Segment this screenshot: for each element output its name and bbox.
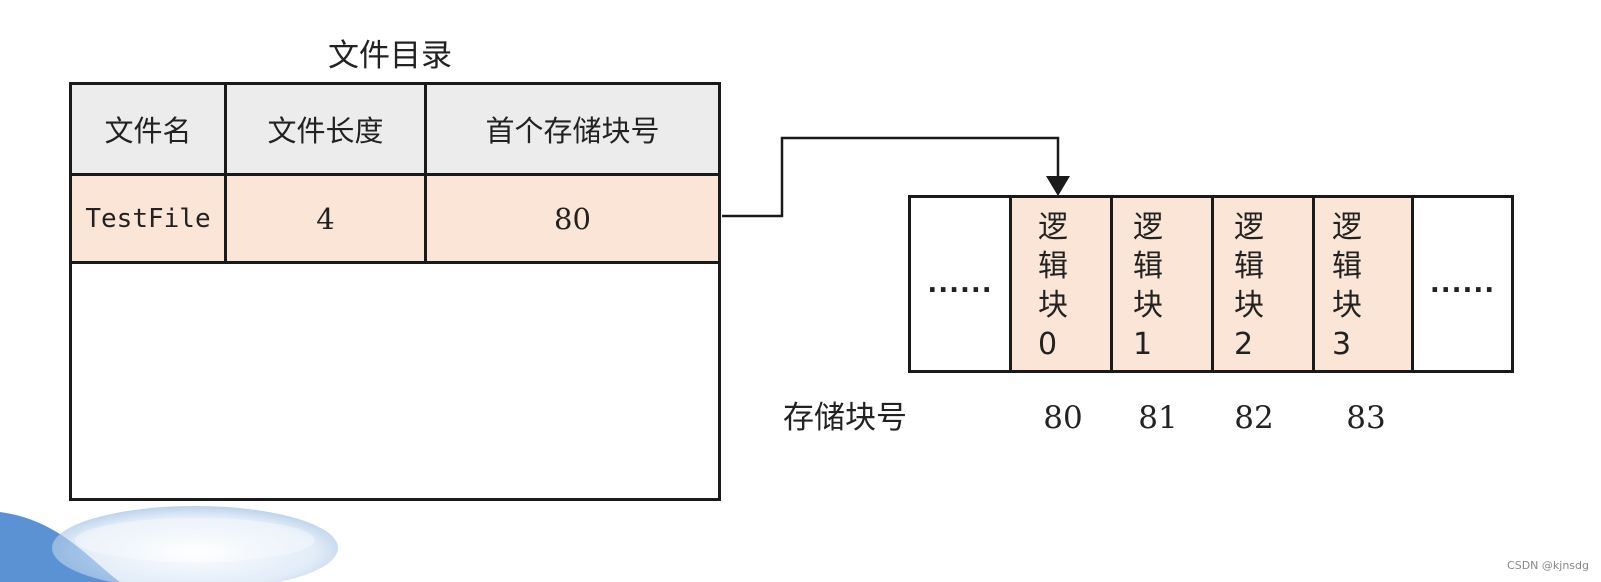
- watermark: CSDN @kjnsdg: [1507, 559, 1589, 572]
- ellipsis-text: ......: [927, 269, 993, 299]
- header-first-block: 首个存储块号: [485, 114, 660, 148]
- cell-first-block: 80: [554, 201, 591, 236]
- storage-blocks-strip: ...... 逻 辑 块 0 逻 辑 块 1 逻 辑 块 2 逻 辑 块 3 .…: [908, 195, 1514, 373]
- table-header-row: [72, 85, 718, 176]
- logical-block-label: 逻 辑 块 0: [1038, 210, 1068, 362]
- header-filename: 文件名: [104, 114, 192, 148]
- block-number-80: 80: [1043, 400, 1083, 436]
- logical-block-1: 逻 辑 块 1: [1113, 198, 1211, 370]
- logical-block-0: 逻 辑 块 0: [1012, 198, 1110, 370]
- block-divider: [1211, 198, 1214, 370]
- storage-block-number-label: 存储块号: [783, 400, 907, 436]
- cell-file-length: 4: [316, 201, 335, 236]
- pointer-arrow-head: [1046, 176, 1070, 196]
- directory-title: 文件目录: [328, 38, 452, 74]
- ellipsis-text: ......: [1429, 269, 1496, 299]
- logical-block-label: 逻 辑 块 3: [1332, 210, 1362, 362]
- block-divider: [1110, 198, 1113, 370]
- table-row: [72, 176, 718, 264]
- block-number-81: 81: [1138, 400, 1178, 436]
- header-file-length: 文件长度: [267, 114, 384, 148]
- cell-filename: TestFile: [85, 203, 211, 234]
- logical-block-label: 逻 辑 块 1: [1133, 210, 1163, 362]
- glass-ellipse: [52, 506, 338, 582]
- column-divider: [424, 85, 427, 264]
- block-number-82: 82: [1234, 400, 1274, 436]
- block-trailing-ellipsis: ......: [1414, 198, 1511, 370]
- pointer-arrow-line: [722, 136, 1060, 218]
- logical-block-3: 逻 辑 块 3: [1315, 198, 1411, 370]
- block-divider: [1411, 198, 1414, 370]
- block-divider: [1009, 198, 1012, 370]
- file-directory-table: 文件名 文件长度 首个存储块号 TestFile 4 80: [69, 82, 721, 501]
- block-divider: [1312, 198, 1315, 370]
- block-leading-ellipsis: ......: [911, 198, 1009, 370]
- column-divider: [224, 85, 227, 264]
- logical-block-label: 逻 辑 块 2: [1234, 210, 1264, 362]
- logical-block-2: 逻 辑 块 2: [1214, 198, 1312, 370]
- block-number-83: 83: [1346, 400, 1386, 436]
